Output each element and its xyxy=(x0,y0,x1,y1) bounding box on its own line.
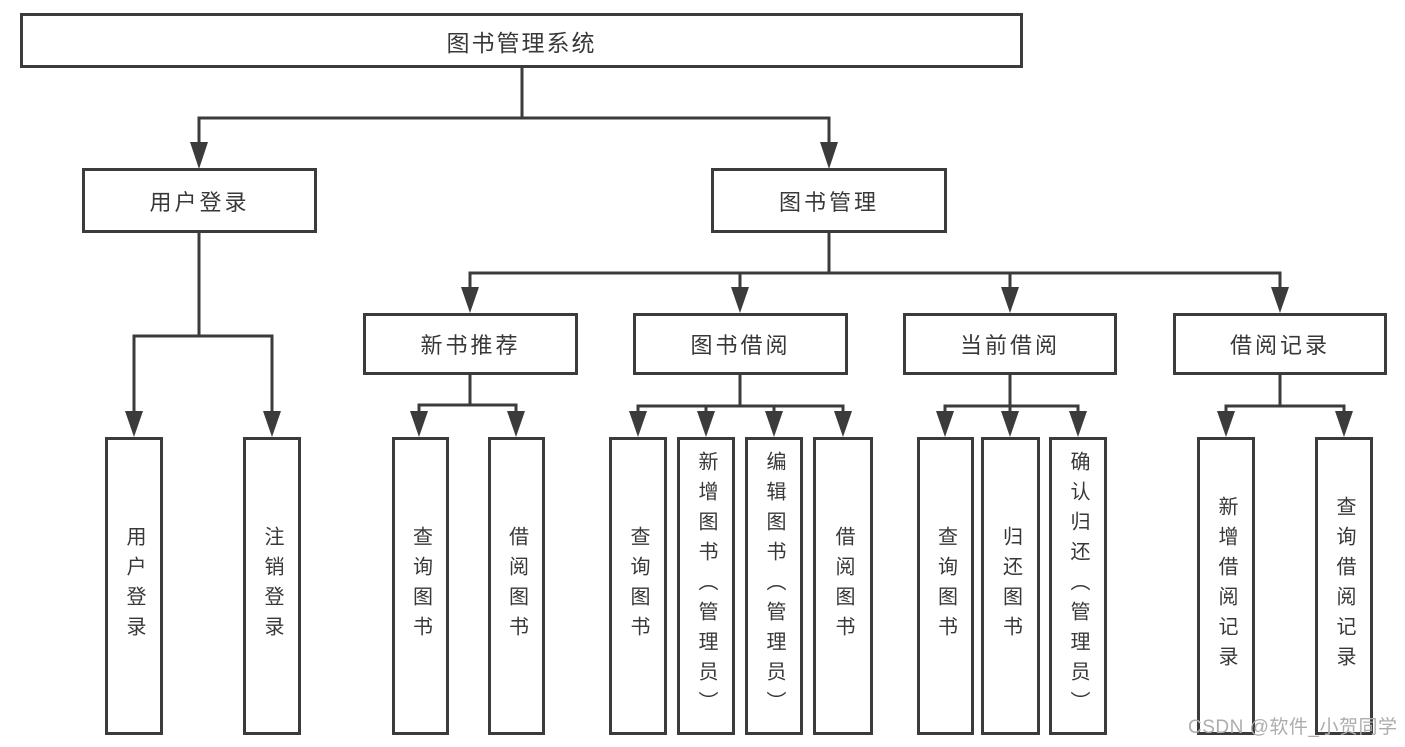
node-leaf-add-borrow-record: 新增借阅记录 xyxy=(1197,437,1255,735)
node-borrowing-records: 借阅记录 xyxy=(1173,313,1387,375)
node-leaf-query-books-3: 查询图书 xyxy=(917,437,974,735)
node-new-book-recommend: 新书推荐 xyxy=(363,313,578,375)
node-leaf-user-login: 用户登录 xyxy=(105,437,163,735)
node-leaf-query-borrow-record: 查询借阅记录 xyxy=(1315,437,1373,735)
leaf-label: 查询图书 xyxy=(627,526,649,646)
node-leaf-query-books-1: 查询图书 xyxy=(392,437,449,735)
leaf-label: 归还图书 xyxy=(999,526,1022,646)
leaf-label: 借阅图书 xyxy=(832,526,854,646)
csdn-watermark: CSDN @软件_小贺同学 xyxy=(1188,717,1398,738)
leaf-label: 编辑图书（管理员） xyxy=(763,451,785,721)
node-leaf-confirm-return-admin: 确认归还（管理员） xyxy=(1049,437,1107,735)
leaf-label: 新增图书（管理员） xyxy=(695,451,717,721)
node-library-management-system: 图书管理系统 xyxy=(20,13,1023,68)
node-leaf-borrow-books-2: 借阅图书 xyxy=(813,437,873,735)
node-book-borrowing: 图书借阅 xyxy=(633,313,848,375)
leaf-label: 确认归还（管理员） xyxy=(1067,451,1089,721)
node-leaf-edit-books-admin: 编辑图书（管理员） xyxy=(745,437,803,735)
leaf-label: 注销登录 xyxy=(261,526,283,646)
leaf-label: 查询图书 xyxy=(934,526,957,646)
node-leaf-borrow-books-1: 借阅图书 xyxy=(488,437,545,735)
node-leaf-logout: 注销登录 xyxy=(243,437,301,735)
leaf-label: 查询图书 xyxy=(409,526,432,646)
leaf-label: 用户登录 xyxy=(123,526,145,646)
leaf-label: 借阅图书 xyxy=(505,526,528,646)
node-leaf-add-books-admin: 新增图书（管理员） xyxy=(677,437,735,735)
node-leaf-return-books: 归还图书 xyxy=(981,437,1040,735)
leaf-label: 新增借阅记录 xyxy=(1215,496,1237,676)
node-current-borrowing: 当前借阅 xyxy=(903,313,1117,375)
node-leaf-query-books-2: 查询图书 xyxy=(609,437,667,735)
node-user-login: 用户登录 xyxy=(82,168,317,233)
leaf-label: 查询借阅记录 xyxy=(1333,496,1355,676)
node-book-management: 图书管理 xyxy=(711,168,947,233)
